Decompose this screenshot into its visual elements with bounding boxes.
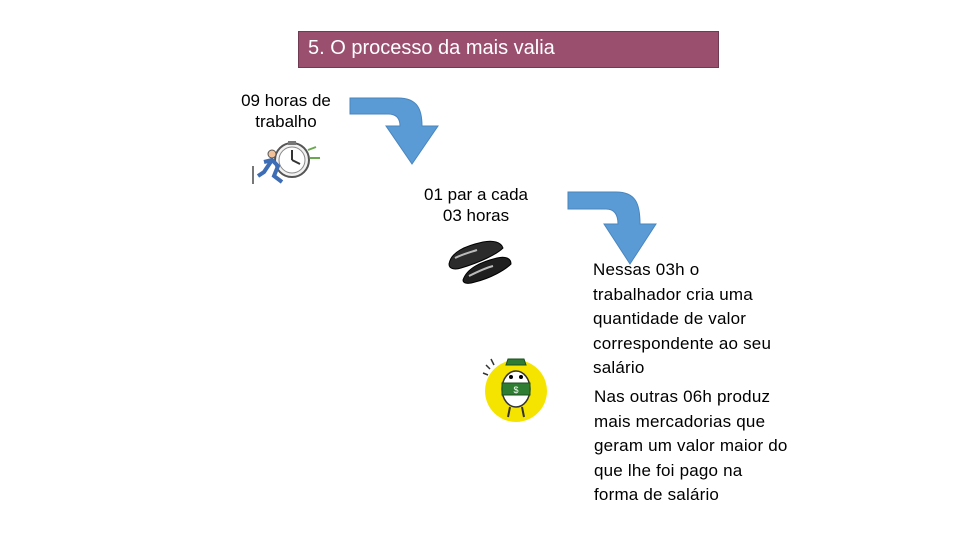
text-block-1: Nessas 03h o trabalhador cria uma quanti… (593, 258, 771, 381)
step1-label: 09 horas de trabalho (228, 90, 344, 132)
step1-line2: trabalho (255, 112, 317, 131)
curved-arrow-icon-1 (349, 97, 439, 165)
step2-line2: 03 horas (442, 206, 510, 225)
step1-line1: 09 horas de (241, 91, 331, 110)
title-banner: 5. O processo da mais valia (298, 31, 719, 68)
text1-line: correspondente ao seu (593, 333, 772, 353)
shoes-icon (448, 240, 512, 284)
text-block-2: Nas outras 06h produz mais mercadorias q… (594, 385, 788, 508)
step2-label: 01 par a cada 03 horas (412, 184, 540, 226)
text2-line: geram um valor maior do (594, 436, 788, 455)
text2-line: forma de salário (594, 485, 720, 504)
page-title: 5. O processo da mais valia (308, 37, 555, 59)
text2-line: Nas outras 06h produz (594, 387, 771, 406)
text2-line: que lhe foi pago na (594, 460, 743, 480)
curved-arrow-icon-2 (567, 191, 657, 265)
text1-line: quantidade de valor (593, 309, 747, 328)
text1-line: trabalhador cria uma (593, 284, 753, 304)
svg-text:$: $ (513, 385, 518, 395)
text2-line: mais mercadorias que (594, 411, 766, 431)
money-man-icon: $ (482, 358, 547, 422)
text1-line: salário (593, 358, 645, 377)
running-clock-icon (252, 141, 320, 184)
step2-line1: 01 par a cada (424, 185, 528, 204)
text1-line: Nessas 03h o (593, 260, 700, 279)
